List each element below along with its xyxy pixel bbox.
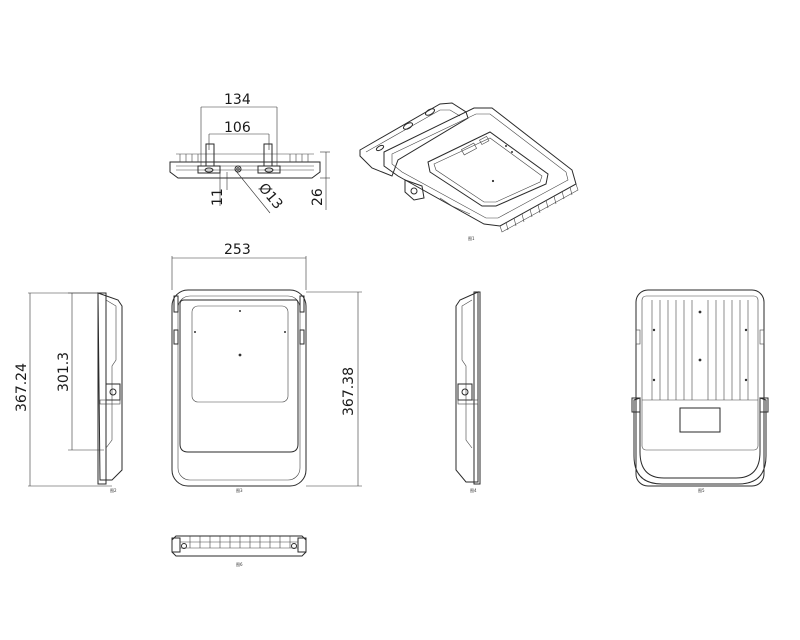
dim-367-38: 367.38 [341, 367, 357, 416]
dim-hole-13: Ø13 [255, 180, 286, 212]
dim-134: 134 [224, 92, 251, 108]
view-tag-side: 图2 [110, 487, 117, 493]
bottom-view: 图6 [171, 535, 307, 567]
view-tag-side-right: 图4 [470, 487, 477, 493]
view-tag-front: 图3 [236, 487, 243, 493]
front-view: 253 367.38 图3 [171, 242, 362, 493]
isometric-view: 图1 [359, 102, 579, 241]
dim-301-3: 301.3 [56, 352, 72, 392]
dim-26: 26 [310, 188, 326, 206]
dim-367-24: 367.24 [14, 363, 30, 412]
top-view: 134 106 26 11 Ø13 [169, 92, 330, 214]
right-side-view: 图4 [455, 291, 481, 493]
view-tag-back: 图5 [698, 487, 705, 493]
dim-11: 11 [210, 188, 226, 206]
back-view: 图5 [631, 289, 769, 493]
dim-253: 253 [224, 242, 251, 258]
view-tag-bottom: 图6 [236, 561, 243, 567]
dim-106: 106 [224, 120, 251, 136]
left-side-view: 367.24 301.3 图2 [14, 292, 123, 493]
view-tag-iso: 图1 [468, 235, 475, 241]
